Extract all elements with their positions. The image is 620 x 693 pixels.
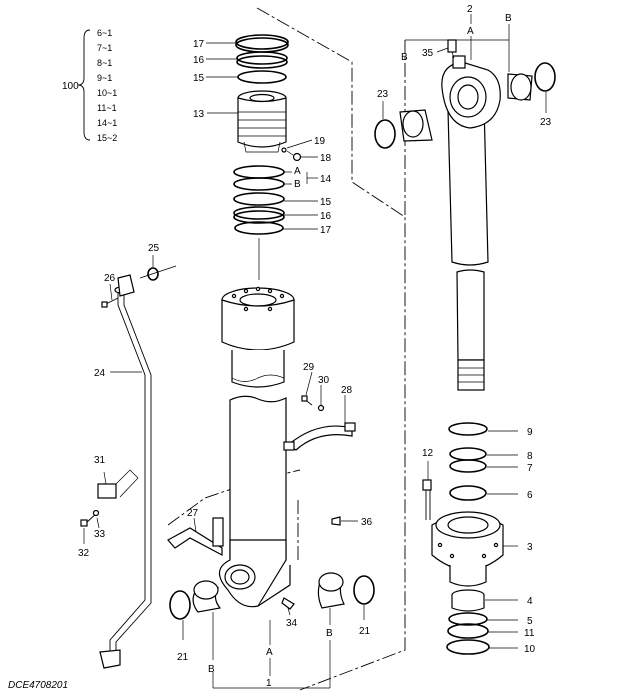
piston-rod [441,55,501,391]
kit-member: 11~1 [97,103,117,113]
callout-36: 36 [361,517,373,528]
callout-2: 2 [467,4,473,15]
callout-27: 27 [187,508,199,519]
callout-15: 15 [193,73,205,84]
callout-1: 1 [266,678,272,689]
letter-B-rod-left: B [401,52,408,63]
callout-18: 18 [320,153,332,164]
letter-B-tube-left: B [208,664,215,675]
tube-bushing-left [169,580,222,660]
flange-bolt-26 [101,283,119,308]
callout-labels: 17 16 15 13 19 18 A B 14 15 16 17 25 26 … [8,4,552,691]
gland-ring-6 [449,485,518,501]
kit-member: 10~1 [97,88,117,98]
callout-12: 12 [422,448,434,459]
kit-member: 8~1 [97,58,112,68]
callout-21: 21 [177,652,189,663]
kit-number: 100 [62,81,79,92]
cylinder-head [221,286,295,388]
callout-31: 31 [94,455,106,466]
seal-rings-5-11-10 [446,612,518,655]
callout-10: 10 [524,644,536,655]
clamp-bolts [301,371,325,412]
gland-rings-8-7 [449,447,518,473]
callout-28: 28 [341,385,353,396]
callout-17: 17 [193,39,205,50]
callout-13: 13 [193,109,205,120]
tube-bushing-right [317,572,375,625]
callout-30: 30 [318,375,330,386]
tube-assy-lines [212,620,331,689]
callout-23: 23 [377,89,389,100]
callout-9: 9 [527,427,533,438]
callout-19: 19 [314,136,326,147]
callout-26: 26 [104,273,116,284]
kit-member: 14~1 [97,118,117,128]
callout-17: 17 [320,225,332,236]
callout-6: 6 [527,490,533,501]
bolt-12 [422,461,432,520]
bushing-4 [451,589,518,612]
callout-34: 34 [286,618,298,629]
callout-25: 25 [148,243,160,254]
callout-16: 16 [193,55,205,66]
gland-3 [431,511,518,587]
callout-24: 24 [94,368,106,379]
callout-11: 11 [524,628,535,639]
letter-B-tube-right: B [326,628,333,639]
letter-B-rod-right: B [505,13,512,24]
grease-nipple-34 [281,597,295,616]
cylinder-tube [218,395,291,608]
kit-member: 9~1 [97,73,112,83]
letter-A-ring: A [294,166,301,177]
callout-29: 29 [303,362,315,373]
callout-3: 3 [527,542,533,553]
callout-4: 4 [527,596,533,607]
rod-bushing-left [374,101,433,149]
clamp-bolt-32 [80,509,100,544]
pipe-clamp-31 [97,469,139,499]
kit-member: 15~2 [97,133,117,143]
callout-23: 23 [540,117,552,128]
callout-15: 15 [320,197,332,208]
gland-ring-9 [448,422,518,436]
pipe-clamp [283,395,356,451]
callout-35: 35 [422,48,434,59]
hydraulic-pipe [99,274,152,669]
grease-fitting [331,516,358,526]
callout-21: 21 [359,626,371,637]
callout-7: 7 [527,463,533,474]
grease-fitting-35 [436,39,457,59]
callout-8: 8 [527,451,533,462]
letter-A-rod: A [467,26,474,37]
callout-5: 5 [527,616,533,627]
piston [207,90,287,153]
callout-16: 16 [320,211,332,222]
kit-100-group: 100 6~1 7~1 8~1 9~1 10~1 11~1 14~1 15~2 [62,28,117,143]
callout-14: 14 [320,174,332,185]
rod-bushing-right [507,62,556,113]
callout-32: 32 [78,548,90,559]
set-screw-and-ball [281,139,318,162]
callout-33: 33 [94,529,106,540]
drawing-code: DCE4708201 [8,680,68,691]
piston-seal-stack-top [206,34,289,84]
letter-A-tube: A [266,647,273,658]
pipe-bracket [167,517,224,556]
rod-assy-lines [405,14,510,72]
letter-B-ring: B [294,179,301,190]
seal-stack-lower [233,165,318,280]
o-ring-25 [139,255,177,281]
kit-member: 7~1 [97,43,112,53]
kit-member: 6~1 [97,28,112,38]
